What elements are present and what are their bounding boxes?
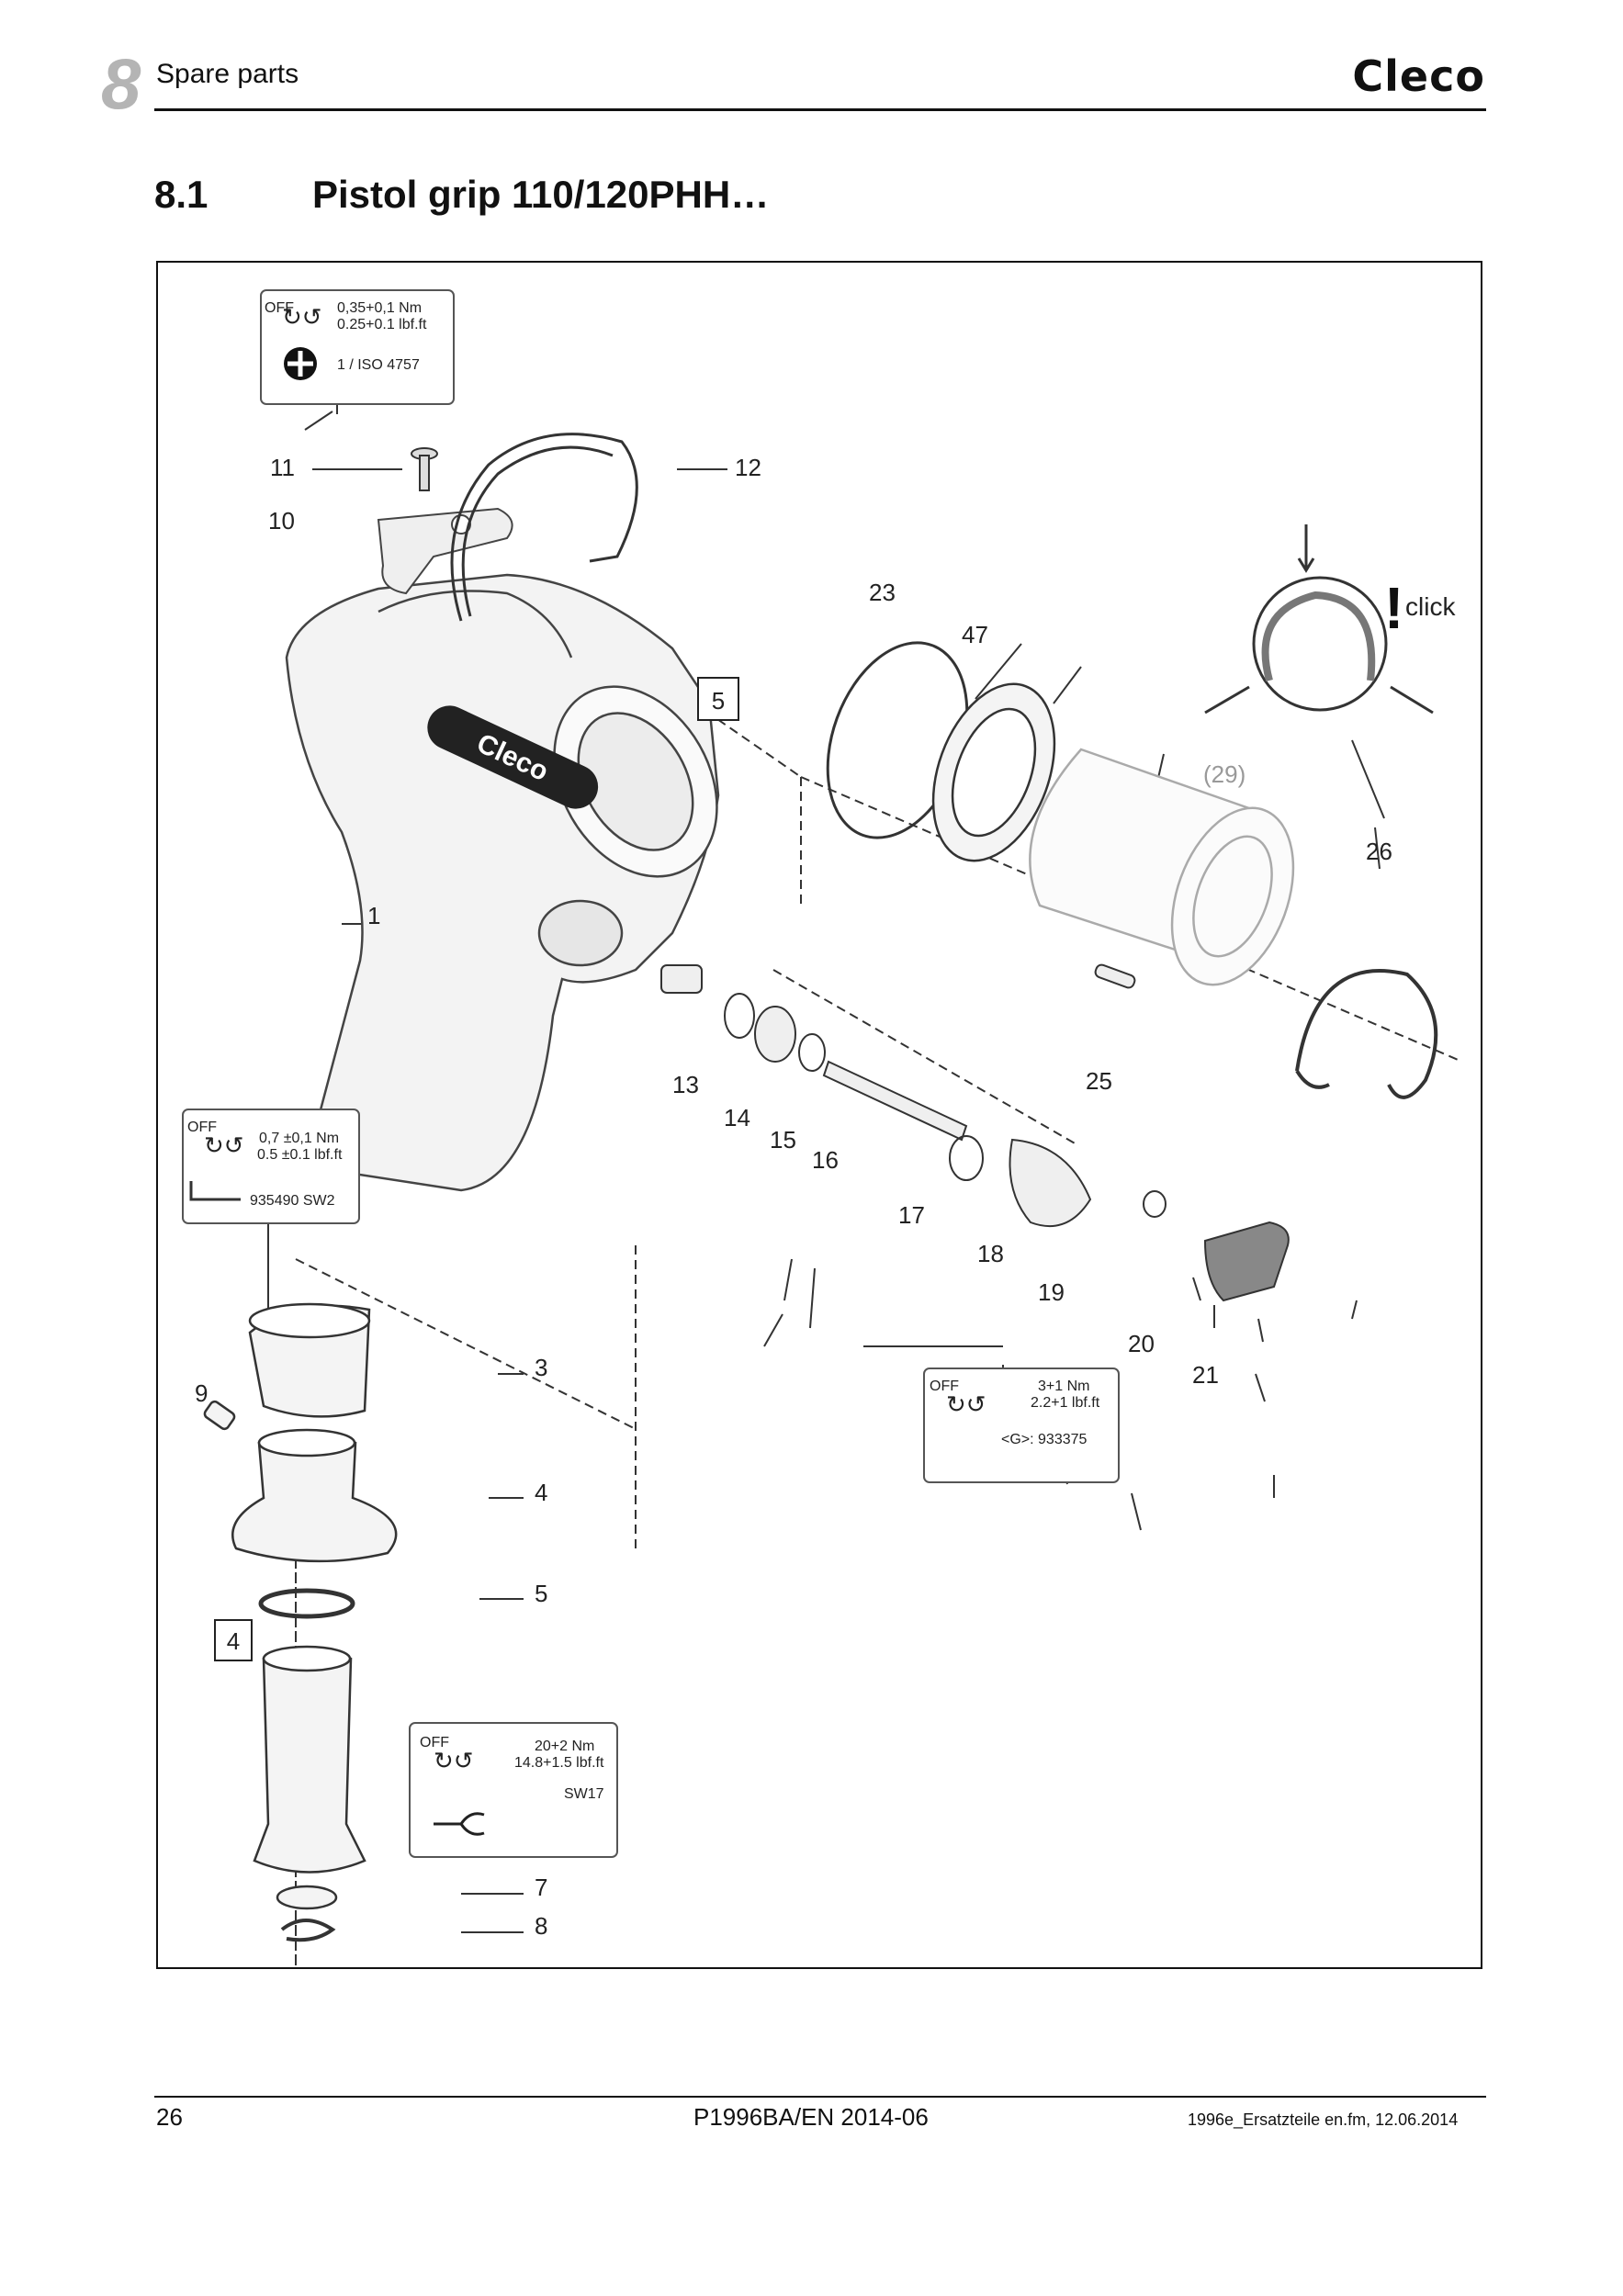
callout-7: 7 xyxy=(535,1874,547,1901)
exploded-view-diagram: Cleco ! click xyxy=(182,289,1463,1967)
part-26-circlip xyxy=(1295,969,1438,1099)
boxed-callout-4-label: 4 xyxy=(227,1627,240,1655)
callout-9: 9 xyxy=(195,1379,208,1407)
callout-8: 8 xyxy=(535,1912,547,1940)
spec-6-torque-lbf: 14.8+1.5 lbf.ft xyxy=(514,1755,604,1771)
spec-box-11: OFF ↻↺ 0,35+0,1 Nm 0.25+0.1 lbf.ft 1 / I… xyxy=(260,289,455,405)
callout-15: 15 xyxy=(770,1126,796,1154)
svg-text:↻↺: ↻↺ xyxy=(946,1390,986,1418)
callout-3: 3 xyxy=(535,1354,547,1381)
spec-box-19: OFF ↻↺ 3+1 Nm 2.2+1 lbf.ft <G>: 933375 xyxy=(923,1367,1120,1483)
chapter-number: 8 xyxy=(101,43,141,124)
callout-47: 47 xyxy=(962,621,988,648)
callout-18: 18 xyxy=(977,1240,1004,1267)
part-16-oring xyxy=(798,1033,826,1072)
header-divider xyxy=(154,108,1486,111)
part-17-stem xyxy=(822,1060,968,1142)
part-21-button xyxy=(1203,1221,1290,1302)
section-title: Pistol grip 110/120PHH… xyxy=(312,173,770,216)
callout-29: (29) xyxy=(1203,760,1245,788)
part-11-screw xyxy=(411,447,438,491)
svg-text:↻↺: ↻↺ xyxy=(204,1131,244,1159)
spec-11-torque-lbf: 0.25+0.1 lbf.ft xyxy=(337,317,427,332)
callout-21: 21 xyxy=(1192,1361,1219,1389)
callout-19: 19 xyxy=(1038,1278,1065,1306)
wrench-icon xyxy=(434,1812,485,1836)
callout-17: 17 xyxy=(898,1201,925,1229)
spec-19-torque-nm: 3+1 Nm xyxy=(1038,1379,1089,1394)
spec-6-off: OFF xyxy=(420,1735,449,1750)
pistol-grip-body xyxy=(285,573,720,1192)
spec-9-note: 935490 SW2 xyxy=(250,1193,335,1209)
spec-19-torque-lbf: 2.2+1 lbf.ft xyxy=(1031,1395,1100,1411)
part-19-valve-seat xyxy=(1009,1138,1092,1228)
part-29-motor xyxy=(1029,748,1295,986)
brand-logo: Cleco xyxy=(1352,51,1485,101)
spec-6-note: SW17 xyxy=(564,1786,604,1802)
part-9-setscrew xyxy=(203,1400,236,1431)
part-14-oring xyxy=(724,993,755,1039)
spec-box-9: OFF ↻↺ 0,7 ±0,1 Nm 0.5 ±0.1 lbf.ft 93549… xyxy=(182,1109,360,1224)
part-10-lever xyxy=(377,507,513,595)
callout-1: 1 xyxy=(367,902,380,929)
callout-25: 25 xyxy=(1086,1067,1112,1095)
boxed-callout-4 xyxy=(214,1619,253,1661)
spec-11-torque-nm: 0,35+0,1 Nm xyxy=(337,300,422,316)
spec-box-6: OFF ↻↺ 20+2 Nm 14.8+1.5 lbf.ft SW17 xyxy=(409,1722,618,1858)
figure-frame xyxy=(156,261,1482,1969)
part-12-spring xyxy=(450,433,638,622)
spec-9-torque-nm: 0,7 ±0,1 Nm xyxy=(259,1131,339,1146)
spec-9-torque-lbf: 0.5 ±0.1 lbf.ft xyxy=(257,1147,343,1163)
footer-divider xyxy=(154,2096,1486,2098)
boxed-callout-5-label: 5 xyxy=(712,687,725,715)
chapter-title: Spare parts xyxy=(156,59,299,89)
page-number: 26 xyxy=(156,2103,183,2131)
callout-14: 14 xyxy=(724,1104,750,1131)
click-label: click xyxy=(1405,592,1456,621)
callout-10: 10 xyxy=(268,507,295,535)
part-20-seal xyxy=(1143,1190,1167,1218)
callout-26: 26 xyxy=(1366,838,1392,865)
part-25-pin xyxy=(1094,963,1136,989)
spec-11-off: OFF xyxy=(265,300,294,316)
svg-text:↻↺: ↻↺ xyxy=(434,1747,474,1774)
hex-key-icon xyxy=(189,1181,241,1201)
callout-5: 5 xyxy=(535,1580,547,1607)
callout-11: 11 xyxy=(270,454,295,481)
spec-19-note: <G>: 933375 xyxy=(1001,1432,1088,1447)
part-18-oring xyxy=(949,1135,984,1181)
callout-16: 16 xyxy=(812,1146,839,1174)
part-6-adapter xyxy=(253,1650,366,1874)
svg-text:↻↺: ↻↺ xyxy=(282,303,322,331)
boxed-callout-5 xyxy=(697,677,739,721)
section-number: 8.1 xyxy=(154,173,209,216)
part-15-valve xyxy=(754,1006,796,1063)
part-8-ring xyxy=(280,1919,336,1942)
click-detail xyxy=(1204,524,1434,715)
part-47-ring xyxy=(931,682,1056,862)
callout-20: 20 xyxy=(1128,1330,1155,1357)
file-info: 1996e_Ersatzteile en.fm, 12.06.2014 xyxy=(1188,2110,1459,2129)
part-5-oring xyxy=(258,1588,355,1619)
spec-19-off: OFF xyxy=(930,1379,959,1394)
callout-12: 12 xyxy=(735,454,761,481)
part-7-nut xyxy=(276,1885,338,1910)
spec-11-note: 1 / ISO 4757 xyxy=(337,357,420,373)
callout-13: 13 xyxy=(672,1071,699,1098)
click-mark: ! xyxy=(1384,575,1403,641)
document-id: P1996BA/EN 2014-06 xyxy=(693,2103,929,2131)
part-13-filter xyxy=(660,964,703,994)
callout-4: 4 xyxy=(535,1479,547,1506)
spec-9-off: OFF xyxy=(187,1120,217,1135)
spec-6-torque-nm: 20+2 Nm xyxy=(535,1739,594,1754)
callout-23: 23 xyxy=(869,579,896,606)
